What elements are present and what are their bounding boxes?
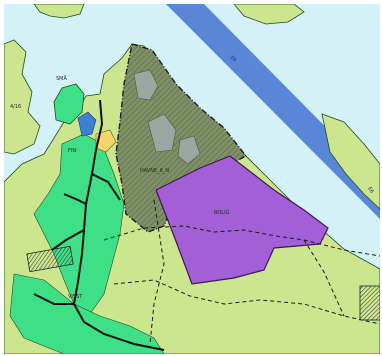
settlement-zone-south [9, 273, 165, 354]
road-band-label: E6 [229, 55, 238, 64]
industrial-label: BOLIG [214, 210, 230, 216]
left-mid-label: FIN [68, 148, 76, 154]
road-network-line [33, 99, 165, 351]
shipping-lane-band [166, 4, 380, 219]
eastern-land-north [233, 4, 305, 25]
quarry-label: HAVNE_8_N [140, 168, 169, 174]
planning-map[interactable]: E6 SMÅ 4/16 FIN HAVNE_8_N BOLIG VISST E6 [4, 4, 380, 354]
left-gray-label: 4/16 [10, 104, 21, 110]
western-land [4, 39, 41, 155]
island-cluster [53, 83, 85, 125]
island-north-west [33, 4, 85, 19]
lower-green-label: VISST [68, 294, 83, 300]
map-canvas[interactable]: E6 SMÅ 4/16 FIN HAVNE_8_N BOLIG VISST E6 [4, 4, 380, 354]
island-in-quarry [133, 69, 159, 101]
eastern-land [321, 113, 380, 210]
hatched-house-block [26, 245, 74, 273]
dashed-boundary-line [103, 199, 380, 345]
hatched-house-block [359, 285, 380, 321]
island-in-quarry [177, 135, 201, 165]
top-north-label: SMÅ [56, 75, 67, 82]
right-edge-label: E6 [366, 186, 374, 194]
lake-highlight [77, 111, 97, 137]
island-in-quarry [147, 113, 177, 153]
